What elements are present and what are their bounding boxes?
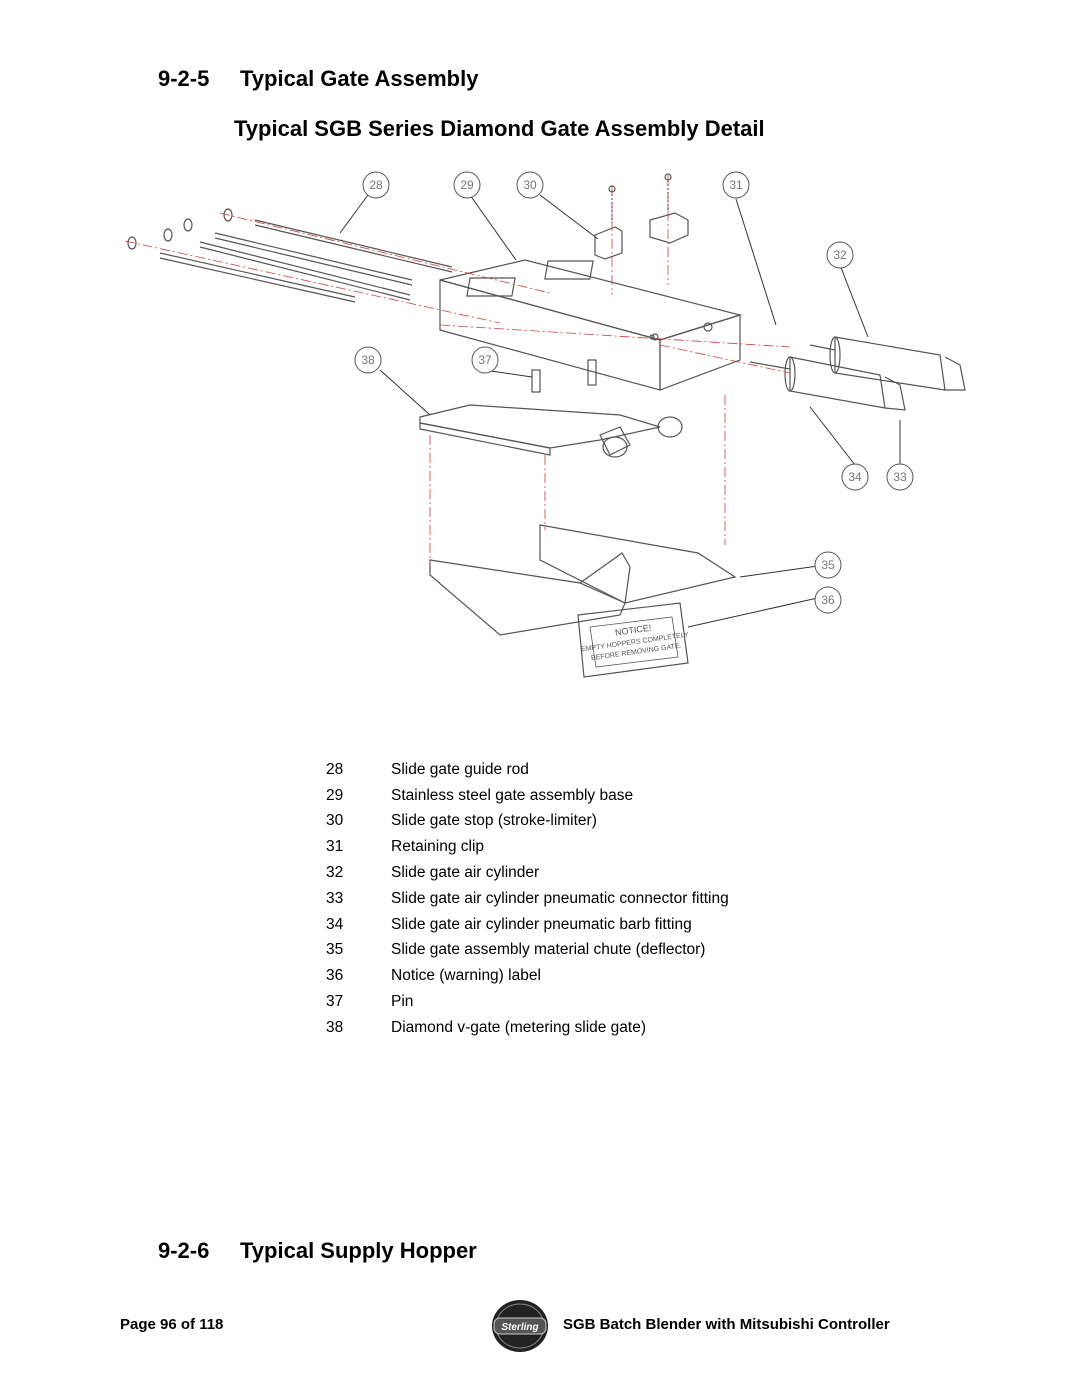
part-description: Slide gate air cylinder pneumatic barb f… — [391, 915, 692, 933]
list-item: 28 Slide gate guide rod — [326, 757, 729, 783]
section-title: Typical Supply Hopper — [240, 1238, 477, 1263]
leader-lines — [339, 194, 901, 628]
callout-numbers: 28 29 30 31 32 33 34 35 36 37 38 — [361, 178, 907, 607]
part-number: 33 — [326, 889, 344, 907]
list-item: 36 Notice (warning) label — [326, 963, 729, 989]
part-description: Stainless steel gate assembly base — [391, 786, 634, 804]
diamond-v-gate — [419, 359, 683, 458]
part-description: Pin — [391, 993, 414, 1011]
list-item: 35 Slide gate assembly material chute (de… — [326, 938, 729, 964]
callout-30: 30 — [523, 178, 537, 192]
callout-31: 31 — [729, 178, 743, 192]
part-description: Slide gate air cylinder pneumatic connec… — [391, 889, 729, 907]
section-number: 9-2-6 — [158, 1238, 210, 1263]
part-description: Slide gate stop (stroke-limiter) — [391, 812, 597, 830]
figure-title: Typical SGB Series Diamond Gate Assembly… — [234, 116, 765, 141]
list-item: 38 Diamond v-gate (metering slide gate) — [326, 1015, 729, 1041]
part-description: Retaining clip — [391, 838, 485, 856]
part-number: 31 — [326, 838, 344, 856]
callout-38: 38 — [361, 353, 375, 367]
parts-list: 28 Slide gate guide rod 29 Stainless steel… — [326, 757, 729, 1041]
callout-35: 35 — [821, 558, 835, 572]
part-description: Slide gate guide rod — [391, 760, 529, 778]
part-description: Slide gate assembly material chute (defl… — [391, 941, 706, 959]
part-number: 38 — [326, 1018, 344, 1036]
callout-37: 37 — [478, 353, 492, 367]
list-item: 34 Slide gate air cylinder pneumatic barb… — [326, 912, 729, 938]
part-number: 37 — [326, 993, 344, 1011]
part-number: 35 — [326, 941, 344, 959]
list-item: 32 Slide gate air cylinder — [326, 860, 729, 886]
list-item: 29 Stainless steel gate assembly base — [326, 783, 729, 809]
sterling-logo-icon: Sterling — [492, 1300, 548, 1352]
section-heading-gate-assembly: 9-2-5 Typical Gate Assembly — [158, 66, 478, 92]
list-item: 30 Slide gate stop (stroke-limiter) — [326, 809, 729, 835]
callout-29: 29 — [460, 178, 474, 192]
callout-32: 32 — [833, 248, 847, 262]
part-number: 28 — [326, 760, 344, 778]
part-number: 32 — [326, 864, 344, 882]
rod-washers — [127, 208, 233, 250]
gate-assembly-base — [439, 259, 743, 391]
part-description: Slide gate air cylinder — [391, 864, 540, 882]
notice-label — [577, 602, 689, 678]
callout-34: 34 — [848, 470, 862, 484]
air-cylinders — [749, 336, 966, 411]
callout-33: 33 — [893, 470, 907, 484]
slide-gate-stops — [594, 173, 689, 260]
logo-text: Sterling — [501, 1322, 538, 1333]
section-title: Typical Gate Assembly — [240, 66, 479, 91]
centerlines — [124, 175, 791, 565]
part-number: 29 — [326, 786, 344, 804]
page-number: Page 96 of 118 — [120, 1316, 224, 1333]
callout-36: 36 — [821, 593, 835, 607]
gate-assembly-diagram: 28 29 30 31 32 33 34 35 36 37 38 NOTICE!… — [124, 171, 966, 678]
notice-title: NOTICE! — [614, 623, 652, 638]
list-item: 37 Pin — [326, 989, 729, 1015]
list-item: 33 Slide gate air cylinder pneumatic conn… — [326, 886, 729, 912]
callout-bubbles — [354, 171, 914, 614]
part-description: Notice (warning) label — [391, 967, 541, 985]
document-title: SGB Batch Blender with Mitsubishi Contro… — [563, 1316, 890, 1333]
section-number: 9-2-5 — [158, 66, 210, 91]
section-heading-supply-hopper: 9-2-6 Typical Supply Hopper — [158, 1238, 477, 1264]
callout-28: 28 — [369, 178, 383, 192]
part-description: Diamond v-gate (metering slide gate) — [391, 1018, 647, 1036]
guide-rods — [159, 219, 453, 303]
part-number: 36 — [326, 967, 344, 985]
list-item: 31 Retaining clip — [326, 834, 729, 860]
part-number: 30 — [326, 812, 344, 830]
notice-label-text: NOTICE! EMPTY HOPPERS COMPLETELY BEFORE … — [581, 623, 690, 663]
part-number: 34 — [326, 915, 344, 933]
material-chute — [429, 524, 737, 636]
